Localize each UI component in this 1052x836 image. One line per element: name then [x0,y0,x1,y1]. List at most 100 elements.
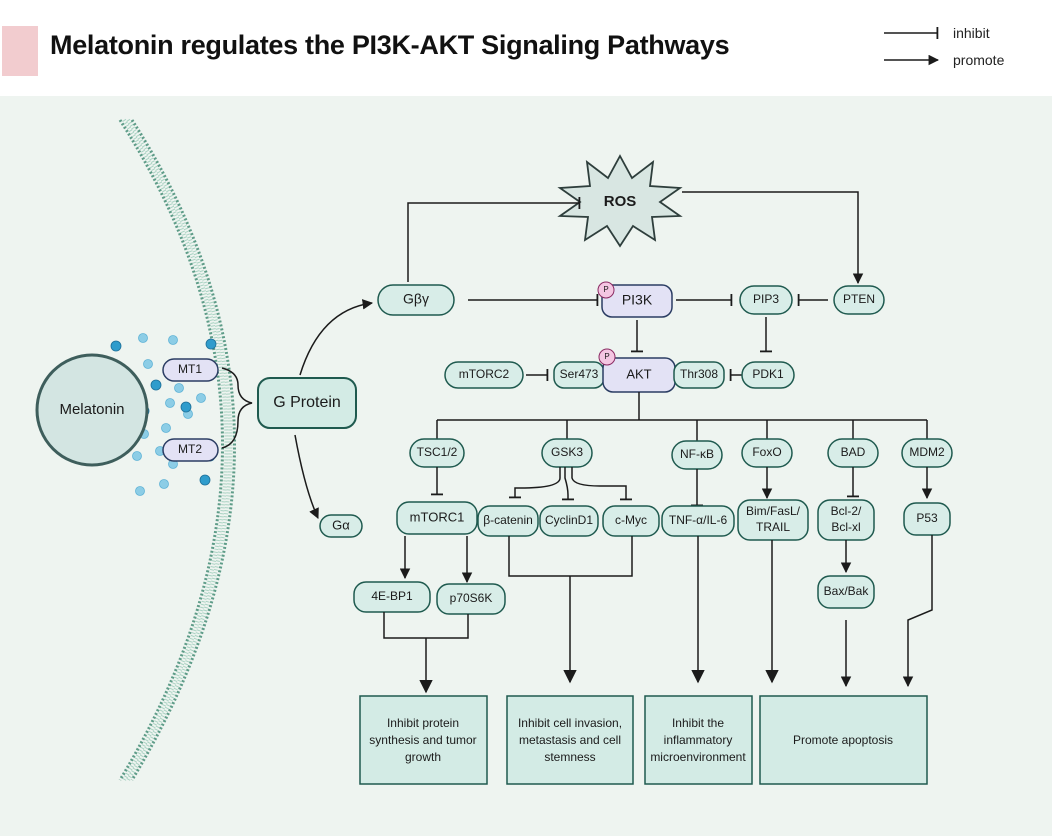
pip3-node [739,285,793,315]
p70s6k-node [436,583,506,615]
p53-node [903,502,951,536]
nfkb-label: NF-κB [680,447,714,461]
bcl-label-line1: Bcl-2/ [831,504,862,518]
melatonin-molecule-dot [138,333,148,343]
melatonin-label: Melatonin [59,401,124,418]
melatonin-molecule-dot [150,379,162,391]
melatonin-molecule-dot [165,398,175,408]
mt2-label: MT2 [178,442,202,456]
pi3k-node [601,284,673,318]
outcome-inflammatory-line3: microenvironment [650,750,746,764]
inhibit-gsk3-to-cmyc [571,467,632,501]
melatonin-molecule-dot [205,338,217,350]
outcome-apoptosis-box [759,695,928,785]
legend-inhibit-label: inhibit [953,25,990,41]
cyclind1-node [539,505,599,537]
pi3k-phospho-label: P [603,285,608,294]
melatonin-molecule-dot [159,479,169,489]
title-bar: Melatonin regulates the PI3K-AKT Signali… [0,0,1052,96]
arrow-ros-to-pten [682,191,864,285]
outcome-apoptosis-line1: Promote apoptosis [793,733,893,747]
mt1-receptor [162,358,219,382]
arrow-p53-to-apoptosis [902,535,933,688]
melatonin-molecule-dot [132,451,142,461]
thr308-node [673,361,725,389]
mdm2-label: MDM2 [909,445,945,459]
mt1-label: MT1 [178,362,202,376]
cmyc-node [602,505,660,537]
outcome-protein-line1: Inhibit protein [387,716,459,730]
ros-node [557,154,683,248]
g-protein-label: G Protein [273,394,341,411]
akt-label: AKT [626,366,651,381]
4ebp1-label: 4E-BP1 [371,589,413,603]
outcome-inflammatory-box [644,695,753,785]
melatonin-cell [35,353,149,467]
mtorc1-node [396,501,478,535]
outcome-invasion-box [506,695,634,785]
foxo-label: FoxO [752,445,781,459]
cyclind1-label: CyclinD1 [545,513,593,527]
melatonin-molecule-dot [180,401,192,413]
bim-label-line2: TRAIL [756,520,790,534]
arrow-gprotein-to-galpha [294,434,319,519]
title-accent-mark [2,26,38,76]
ros-label: ROS [604,193,637,210]
g-beta-gamma-label: Gβγ [403,291,429,307]
bim-label-line1: Bim/FasL/ [746,504,801,518]
g-protein-node [257,377,357,429]
b-catenin-node [477,505,539,537]
merge-mtorc1-targets [383,612,469,639]
bad-label: BAD [841,445,866,459]
pi3k-label: PI3K [622,292,653,308]
4ebp1-node [353,581,431,613]
arrow-gprotein-to-gbg [299,299,374,376]
p70s6k-label: p70S6K [450,591,493,605]
pi3k-phospho-badge [597,281,615,299]
mtorc2-node [444,361,524,389]
pten-node [833,285,885,315]
pten-label: PTEN [843,292,875,306]
outcome-invasion-line2: metastasis and cell [519,733,621,747]
melatonin-molecule-dot [161,423,171,433]
bax-node [817,575,875,609]
mtorc2-label: mTORC2 [459,367,510,381]
inhibit-gbg-to-ros [407,197,581,282]
melatonin-molecule-dot [143,359,153,369]
pdk1-node [741,361,795,389]
outcome-protein-box [359,695,488,785]
bim-node [737,499,809,541]
tnf-label: TNF-α/IL-6 [669,513,728,527]
outcome-inflammatory-line2: inflammatory [664,733,733,747]
b-catenin-label: β-catenin [483,513,533,527]
outcome-protein-line2: synthesis and tumor [369,733,476,747]
g-alpha-label: Gα [332,517,350,532]
melatonin-molecule-dot [199,474,211,486]
akt-branches [436,420,928,441]
melatonin-molecule-dot [168,335,178,345]
outcome-inflammatory-line1: Inhibit the [672,716,724,730]
g-alpha-node [319,514,363,538]
melatonin-molecule-dot [110,340,122,352]
bcl-label-line2: Bcl-xl [831,520,860,534]
p53-label: P53 [916,511,938,525]
melatonin-molecule-dot [196,393,206,403]
page-title: Melatonin regulates the PI3K-AKT Signali… [50,30,730,60]
cell-membrane [118,118,236,782]
inhibit-gsk3-to-bcatenin [509,467,561,499]
ser473-label: Ser473 [560,367,599,381]
merge-gsk3-targets [508,536,633,577]
melatonin-molecule-dot [135,486,145,496]
tsc12-label: TSC1/2 [417,445,458,459]
mt2-receptor [162,438,219,462]
mtorc1-label: mTORC1 [410,509,465,524]
cmyc-label: c-Myc [615,513,647,527]
melatonin-molecule-dot [174,383,184,393]
receptor-bracket [221,367,253,449]
thr308-label: Thr308 [680,367,718,381]
outcome-invasion-line1: Inhibit cell invasion, [518,716,622,730]
pdk1-label: PDK1 [752,367,784,381]
akt-phospho-label: P [604,352,609,361]
inhibit-gsk3-to-cyclind1 [562,467,574,501]
